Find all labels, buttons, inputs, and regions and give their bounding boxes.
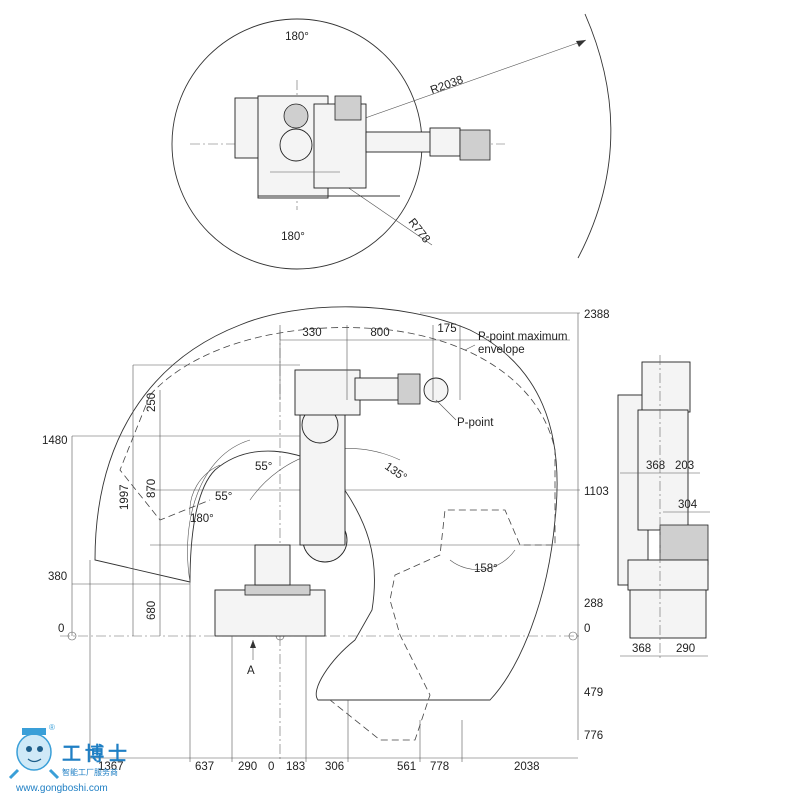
- marker-a-arrowhead: [250, 640, 256, 648]
- side-wrist-housing: [397, 373, 421, 405]
- mascot-cap: [22, 728, 46, 735]
- dim-0-bottom: 0: [268, 761, 274, 773]
- r2038-label: R2038: [429, 74, 465, 97]
- brand-slogan: 智能工厂服务商: [62, 767, 118, 777]
- end-top-housing: [641, 361, 691, 413]
- dim-330: 330: [302, 327, 321, 339]
- p-point-envelope: [149, 327, 556, 741]
- r778-label: R778: [406, 216, 432, 245]
- robot-side-view: [214, 369, 449, 637]
- dim-800: 800: [370, 327, 389, 339]
- side-base-top: [244, 584, 311, 596]
- r2038-arrowhead: [576, 40, 586, 47]
- dim-250: 250: [146, 393, 158, 412]
- end-dim-368-upper: 368: [646, 460, 665, 472]
- end-view: 368 203 304 368 290: [617, 355, 710, 660]
- mascot-eye-right: [37, 746, 43, 752]
- dim-637: 637: [195, 761, 214, 773]
- dim-0-right: 0: [584, 623, 590, 635]
- angle-55-upper: 55°: [255, 461, 272, 473]
- angle-158: 158°: [474, 563, 498, 575]
- brand-name: 工博士: [62, 742, 131, 765]
- top-view: 180° 180° R2038 R778: [171, 13, 612, 270]
- dim-2038: 2038: [514, 761, 540, 773]
- end-turret: [627, 559, 709, 591]
- brand-url: www.gongboshi.com: [15, 783, 108, 794]
- mascot-arms: [8, 768, 60, 780]
- mascot-mouth: [27, 758, 42, 763]
- registered-mark: ®: [49, 723, 55, 732]
- work-envelope: [94, 306, 558, 701]
- dim-479: 479: [584, 687, 603, 699]
- side-forearm: [354, 377, 406, 401]
- dim-288: 288: [584, 598, 603, 610]
- dim-1103: 1103: [584, 486, 609, 498]
- end-dim-368-lower: 368: [632, 643, 651, 655]
- angle-180-arc: [189, 464, 221, 516]
- side-base: [214, 589, 326, 637]
- dim-778: 778: [430, 761, 449, 773]
- angle-158-arc: [449, 549, 516, 570]
- mascot-logo: [8, 728, 60, 780]
- dim-561: 561: [397, 761, 416, 773]
- dim-380: 380: [48, 571, 67, 583]
- dim-870: 870: [146, 479, 158, 498]
- plan-turntable: [279, 128, 313, 162]
- end-motor: [659, 524, 709, 566]
- p-point-label: P-point: [457, 417, 494, 429]
- angle-180: 180°: [190, 513, 214, 525]
- mascot-eye-left: [26, 746, 32, 752]
- dim-2388: 2388: [584, 309, 610, 321]
- dim-0-left: 0: [58, 623, 64, 635]
- dim-306: 306: [325, 761, 344, 773]
- top-angle-label: 180°: [285, 31, 309, 43]
- p-point-max-label-line1: P-point maximum: [478, 331, 567, 343]
- dim-183: 183: [286, 761, 305, 773]
- inner-envelope-curve: [187, 439, 251, 583]
- dim-175: 175: [437, 323, 456, 335]
- dim-1367: 1367: [98, 761, 124, 773]
- watermark: ® 工博士 智能工厂服务商 www.gongboshi.com: [8, 723, 131, 794]
- side-view: 330 800 175 P-point maximum envelope P-p…: [42, 306, 610, 773]
- plan-joint-1: [283, 103, 309, 129]
- side-elbow-housing: [294, 369, 361, 416]
- end-dim-290: 290: [676, 643, 695, 655]
- r778-leader: [336, 179, 433, 246]
- p-point-max-label-line2: envelope: [478, 344, 525, 356]
- angle-55-lower: 55°: [215, 491, 232, 503]
- p-point-max-leader: [464, 344, 476, 351]
- dim-1480: 1480: [42, 435, 68, 447]
- angle-135: 135°: [382, 461, 408, 484]
- dim-776: 776: [584, 730, 603, 742]
- top-view-outer-arc: [577, 13, 612, 259]
- end-dim-203: 203: [675, 460, 694, 472]
- dim-680: 680: [146, 601, 158, 620]
- end-base: [629, 589, 707, 639]
- p-point-envelope-left: [119, 394, 211, 521]
- plan-flange: [459, 129, 491, 161]
- bottom-angle-label: 180°: [281, 231, 305, 243]
- plan-motor: [334, 95, 362, 121]
- p-point-leader: [435, 399, 457, 421]
- end-dim-304: 304: [678, 499, 698, 511]
- dim-290: 290: [238, 761, 257, 773]
- origin-marker-right: [568, 631, 578, 641]
- marker-a-label: A: [247, 665, 255, 677]
- plan-forearm: [365, 131, 433, 153]
- dim-1997: 1997: [119, 484, 131, 510]
- r2038-leader: [336, 39, 587, 129]
- side-wrist: [423, 377, 449, 403]
- side-turret: [254, 544, 291, 586]
- mascot-head: [16, 733, 52, 771]
- plan-wrist: [429, 127, 461, 157]
- robot-plan-view: [234, 95, 491, 199]
